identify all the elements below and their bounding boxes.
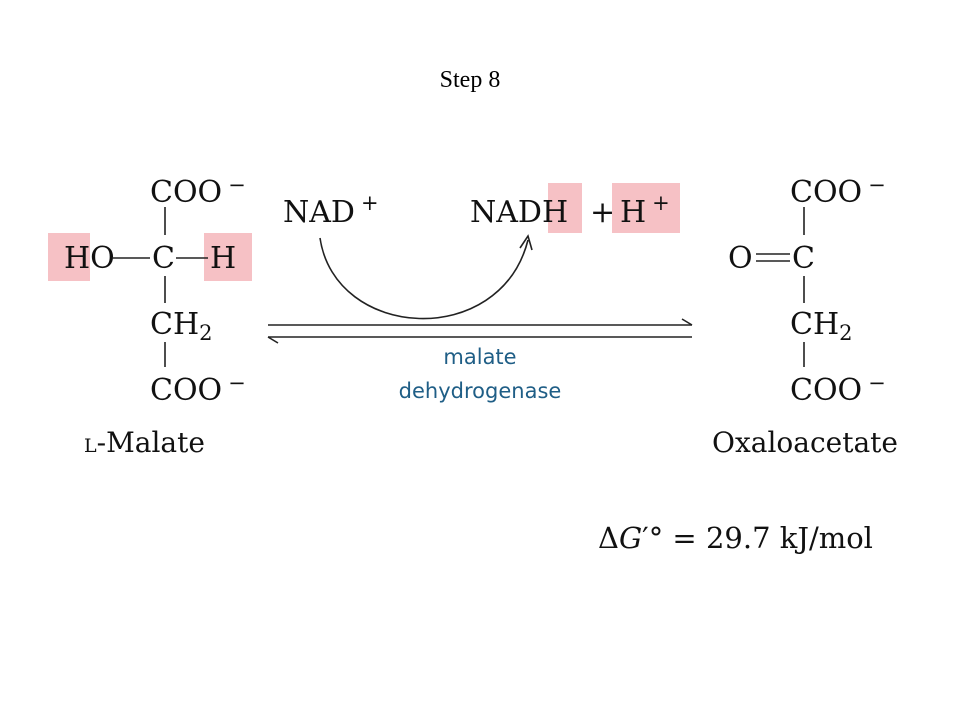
plus-sign: +	[590, 195, 615, 230]
slide-title: Step 8	[440, 67, 501, 93]
malate-center-c: C	[152, 241, 175, 276]
malate-bottom-coo: COO−	[150, 371, 246, 408]
malate-name: L-Malate	[84, 426, 205, 459]
forward-arrowhead	[681, 318, 693, 326]
oxalo-top-coo: COO−	[790, 173, 886, 210]
reverse-arrowhead	[267, 336, 279, 344]
oxalo-ch2: CH2	[790, 307, 853, 345]
malate-h: H	[210, 241, 236, 276]
cofactor-arrowhead	[519, 234, 533, 251]
oxaloacetate-name: Oxaloacetate	[712, 426, 898, 459]
highlight-h	[204, 233, 252, 281]
enzyme-line-2: dehydrogenase	[399, 379, 562, 403]
malate-ho: HO	[64, 241, 115, 276]
oxalo-center-c: C	[792, 241, 815, 276]
highlight-ho	[48, 233, 90, 281]
malate-top-coo: COO−	[150, 173, 246, 210]
oxalo-bottom-coo: COO−	[790, 371, 886, 408]
proton: H+	[620, 191, 670, 230]
highlight-proton	[612, 183, 680, 233]
enzyme-line-1: malate	[443, 345, 516, 369]
l-malate-structure: COO− HO C H CH2 COO−	[64, 173, 246, 408]
malate-ch2: CH2	[150, 307, 213, 345]
delta-g-value: ΔG′° = 29.7 kJ/mol	[598, 521, 873, 555]
highlight-nadh-h	[548, 183, 582, 233]
nadh: NADH	[470, 195, 568, 230]
oxalo-o: O	[728, 241, 753, 276]
nad-plus: NAD+	[283, 191, 379, 230]
cofactor-curved-arrow	[319, 237, 529, 320]
oxaloacetate-structure: COO− O C CH2 COO−	[728, 173, 886, 408]
